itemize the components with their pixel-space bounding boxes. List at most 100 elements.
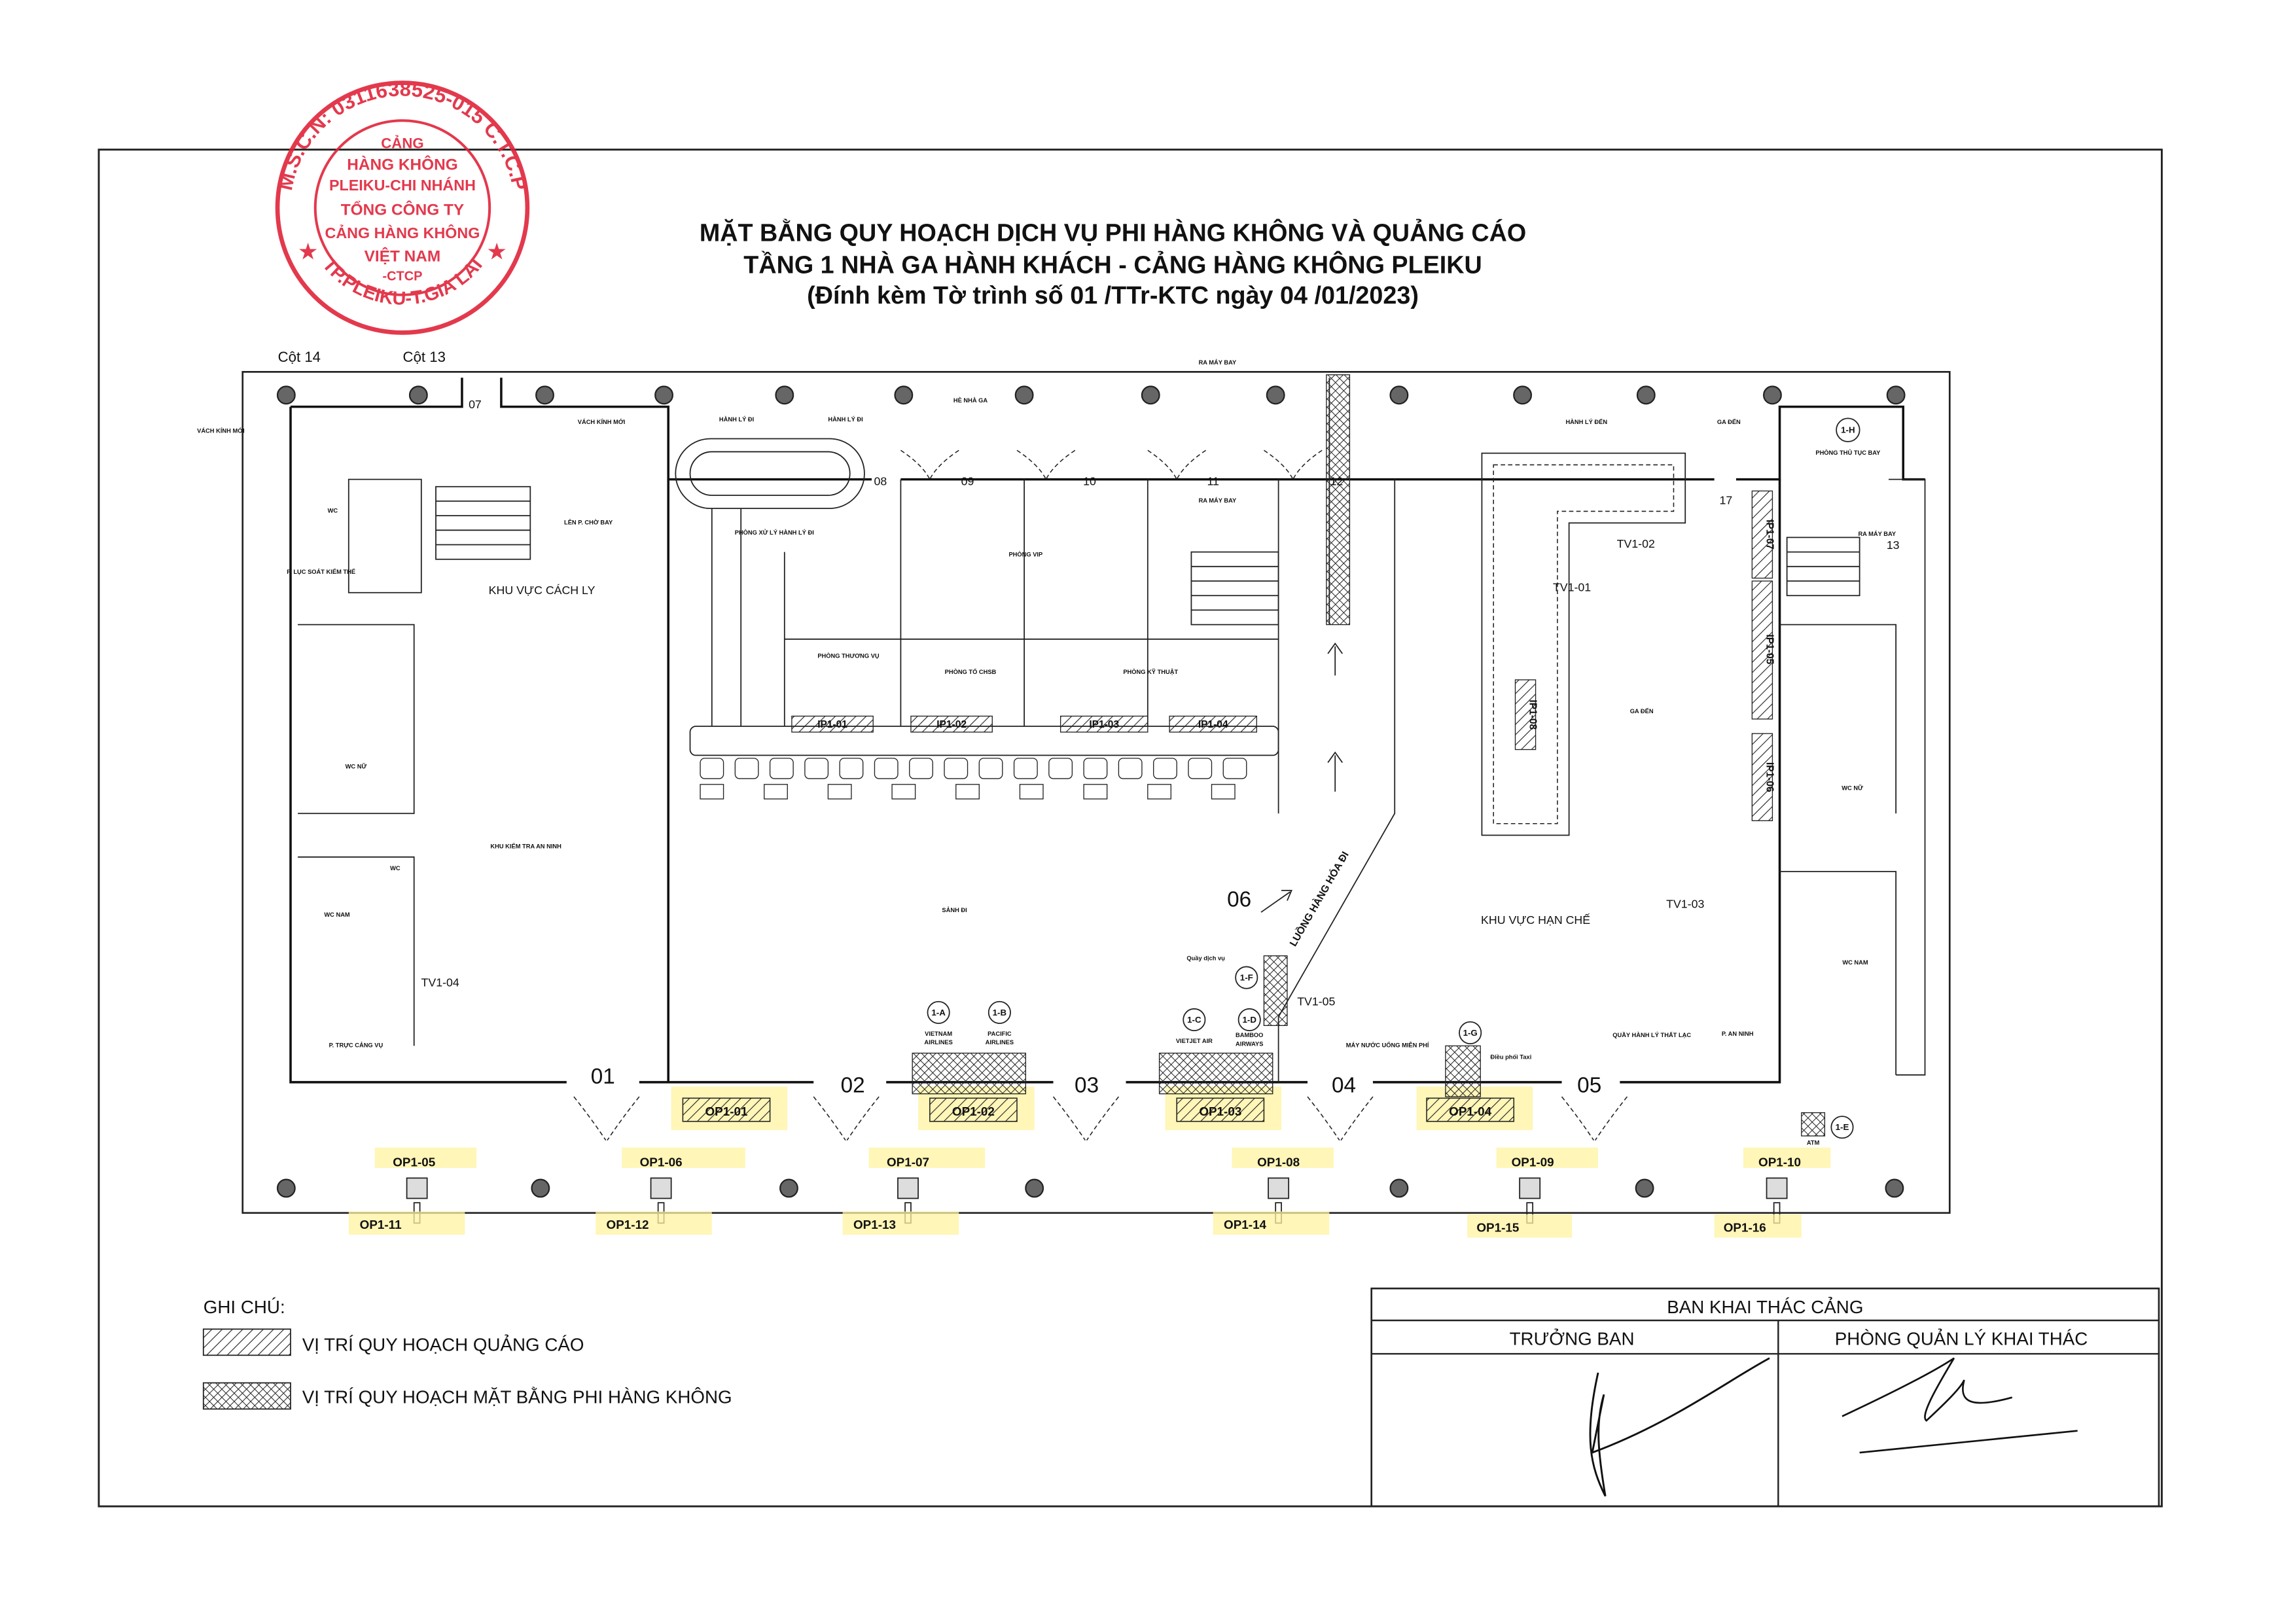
area-label: PHÒNG KỸ THUẬT [1123,668,1178,675]
gate-number: 13 [1887,538,1900,552]
counter-icon [1153,758,1177,779]
column-icon [779,1178,798,1198]
op-label: OP1-02 [952,1104,995,1118]
column-icon [1885,1178,1904,1198]
area-label: LÊN P. CHỜ BAY [564,518,613,525]
area-label: PHÒNG TỔ CHSB [945,668,997,675]
counter-icon [734,758,759,779]
counter-icon [1048,758,1073,779]
highlight-mark [622,1147,745,1168]
column-icon [276,1178,296,1198]
zone-code: 1-H [1841,425,1855,435]
tv-label: TV1-01 [1553,581,1591,594]
highlight-mark [1467,1214,1573,1238]
gate-number: 12 [1330,474,1344,487]
area-label: RA MÁY BAY [1858,531,1896,537]
highlight-mark [1213,1211,1330,1235]
op-label: OP1-11 [360,1218,402,1231]
counter-icon [1013,758,1038,779]
door-icon [1307,1096,1374,1141]
ip-label: IP1-08 [1527,699,1539,730]
non-aviation-areas [912,955,1826,1137]
kiosk-icon [1211,784,1236,800]
op-label: OP1-09 [1512,1156,1554,1169]
highlight-mark [596,1211,712,1235]
highlight-mark [1714,1214,1802,1238]
counter-icon [978,758,1003,779]
column-icon [1025,1178,1044,1198]
area-label: WC [390,865,400,872]
column-icon [654,385,673,405]
area-label: GA ĐẾN [1630,708,1654,715]
zone-markers: 1-A 1-B 1-C 1-D 1-E 1-F 1-G 1-H VIETNAM … [924,417,1860,1139]
area-label: PHÒNG XỬ LÝ HÀNH LÝ ĐI [735,529,814,536]
gate-number: 10 [1083,474,1096,487]
kiosk-icon [700,784,724,800]
area-label: P. LỤC SOÁT KIỂM THỂ [287,568,355,575]
zone-code: 1-F [1240,973,1253,983]
op-label: OP1-12 [607,1218,649,1231]
door-icon [1561,1096,1628,1141]
area-label: WC NỮ [346,763,367,769]
area-label: P. TRỰC CẢNG VỤ [329,1042,383,1049]
counter-icon [1188,758,1213,779]
kiosk-icon [1147,784,1172,800]
highlight-mark [1743,1147,1831,1168]
area-label: RA MÁY BAY [1199,359,1237,366]
area-label: WC NỮ [1842,785,1863,792]
column-icon [1141,385,1160,405]
svg-text:★: ★ [299,240,317,263]
op-label: OP1-04 [1449,1104,1492,1118]
counter-icon [839,758,864,779]
column-icon [1266,385,1285,405]
column-header-left: TRƯỞNG BAN [1510,1328,1635,1349]
gate-number: 09 [961,474,974,487]
door-icon [573,1096,640,1141]
ip-label: IP1-06 [1764,762,1775,792]
op-label: OP1-15 [1476,1221,1519,1235]
highlight-mark [374,1147,477,1168]
area-label: HÀNH LÝ ĐẾN [1565,418,1607,425]
advert-stand-icon [650,1177,672,1199]
op-label: OP1-01 [705,1104,748,1118]
signature-table: BAN KHAI THÁC CẢNG TRƯỞNG BAN PHÒNG QUẢN… [1370,1287,2160,1508]
ip-label: IP1-04 [1198,719,1228,730]
counter-icon [1083,758,1108,779]
legend-swatch-crosshatch [202,1382,291,1410]
area-label: HÀNH LÝ ĐI [828,415,863,423]
counter-icon [944,758,969,779]
page-frame [98,149,2163,1508]
column-icon [1389,385,1409,405]
legend-item-label: VỊ TRÍ QUY HOẠCH MẶT BẰNG PHI HÀNG KHÔNG [302,1387,732,1407]
airline-name: BAMBOO [1236,1032,1263,1038]
highlight-mark [1232,1147,1334,1168]
column-icon [894,385,914,405]
zone-code: 1-C [1187,1015,1201,1025]
gate-number: 03 [1075,1073,1099,1097]
tv-label: TV1-02 [1617,537,1655,550]
gate-number: 06 [1227,887,1251,911]
stamp-line: CẢNG HÀNG KHÔNG [325,223,480,241]
area-label: Quầy dịch vụ [1186,955,1225,961]
stamp-line: VIỆT NAM [365,247,441,266]
highlight-mark [842,1211,959,1235]
signature-right [1842,1357,2078,1454]
column-icon [1636,385,1656,405]
airline-name: AIRLINES [924,1039,952,1046]
highlight-marks [348,1086,1831,1238]
door-icon [1147,450,1207,480]
legend: GHI CHÚ: VỊ TRÍ QUY HOẠCH QUẢNG CÁO VỊ T… [202,1297,732,1410]
kiosk-icon [827,784,852,800]
area-label: KHU VỰC HẠN CHẾ [1481,913,1590,927]
column-label-14: Cột 14 [278,349,321,365]
structural-columns [276,385,1906,1224]
stamp-line: -CTCP [382,269,422,283]
op-label: OP1-05 [393,1156,435,1169]
column-icon [408,385,428,405]
door-icon [900,450,959,480]
door-icon [1263,450,1323,480]
stamp-line: CẢNG [381,135,423,151]
gate-number: 05 [1577,1073,1601,1097]
zone-code: 1-E [1836,1122,1849,1132]
signature-left [1589,1357,1770,1497]
